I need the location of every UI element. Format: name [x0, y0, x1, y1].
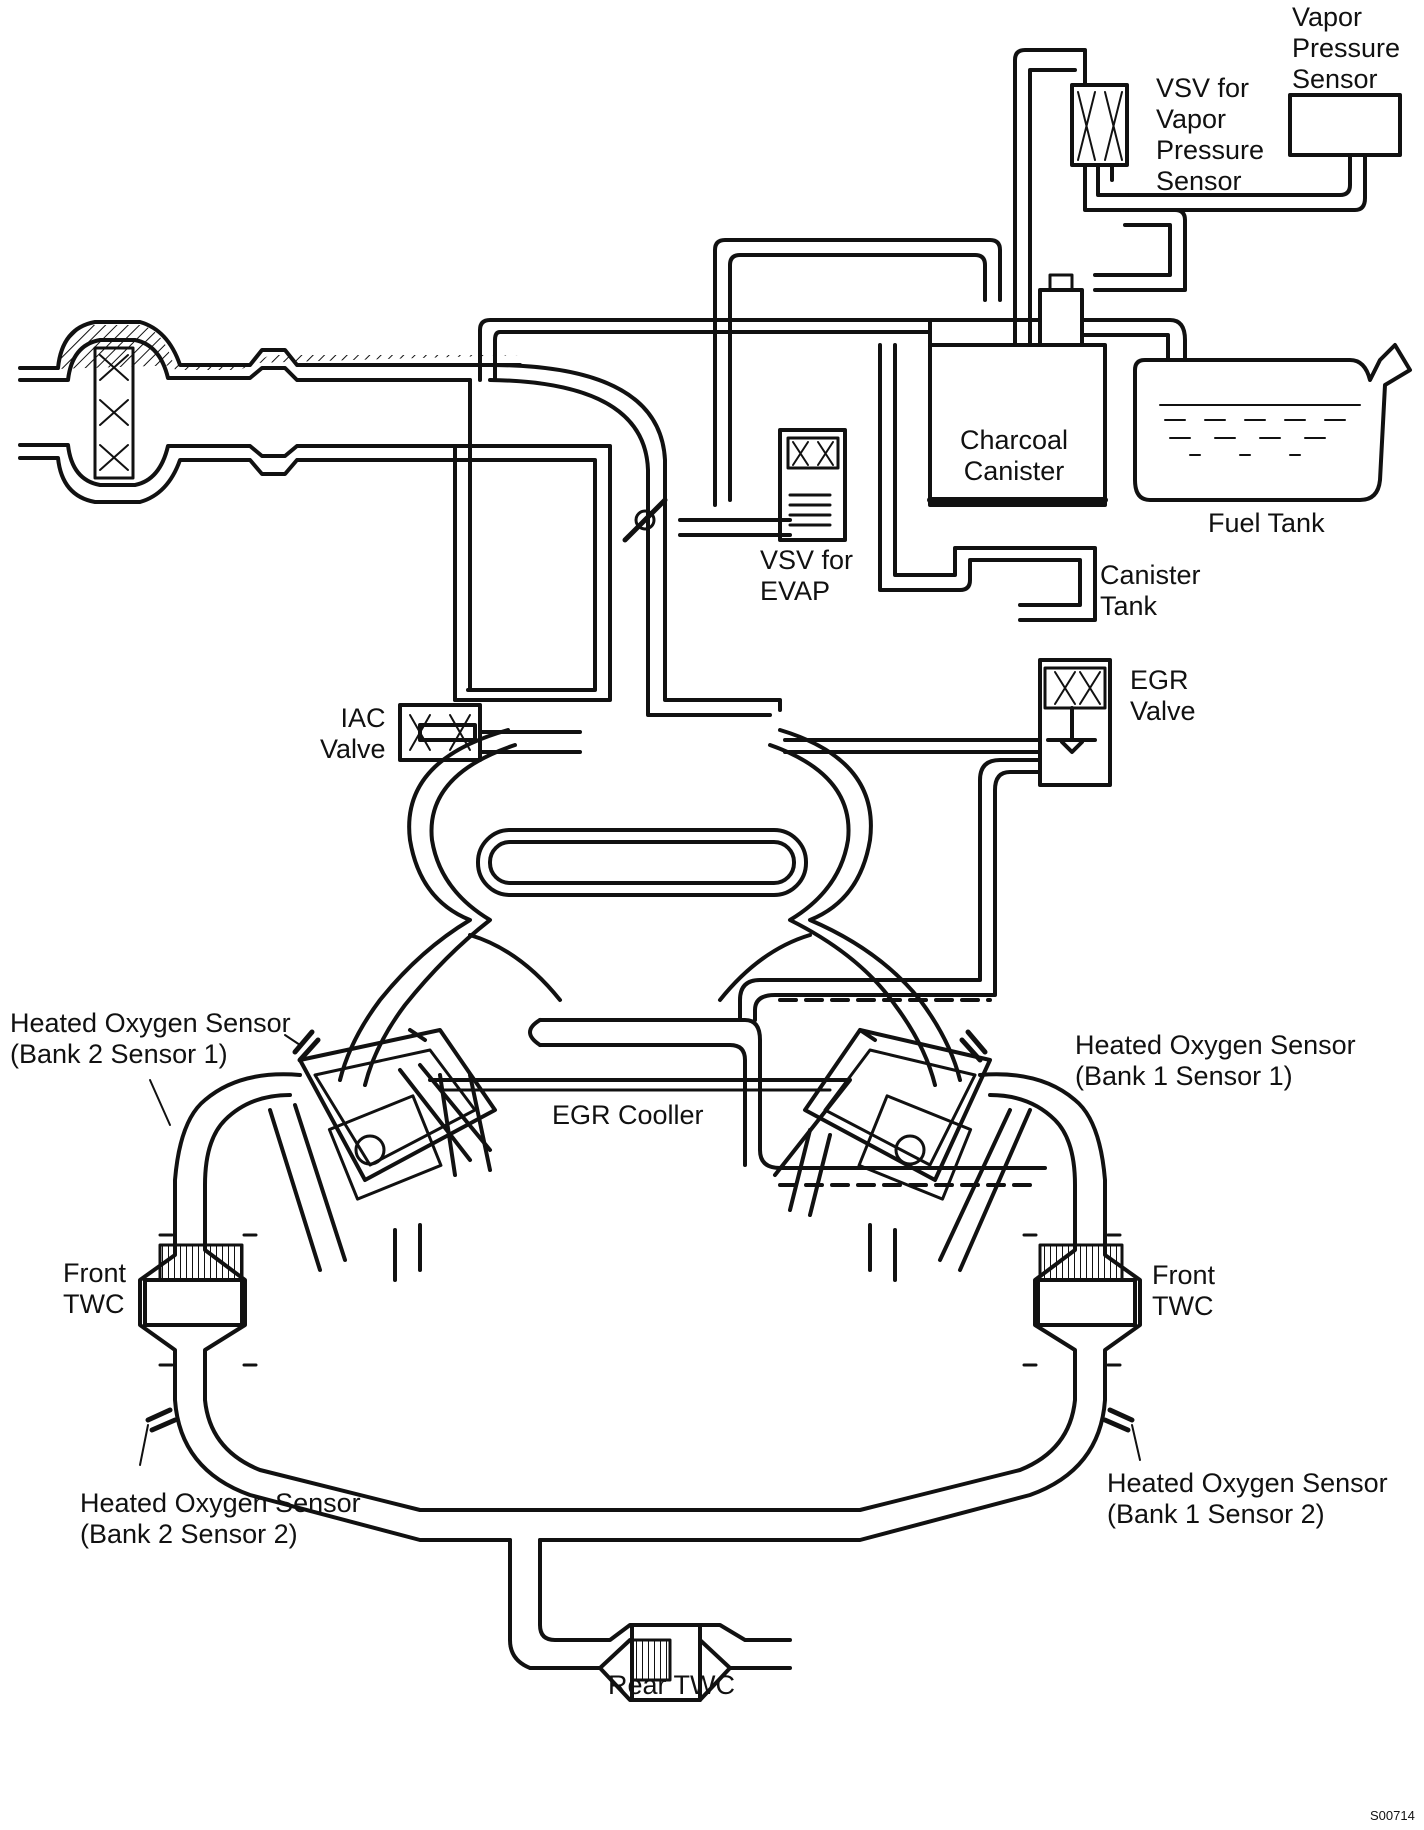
iac-valve-label: IAC Valve	[320, 703, 386, 765]
ho2s-bank2-sensor1	[292, 1029, 321, 1063]
exhaust-left	[138, 1072, 512, 1542]
label-line: Vapor	[1156, 104, 1227, 134]
label-line: Sensor	[1156, 166, 1242, 196]
vsv-evap-label: VSV for EVAP	[760, 545, 853, 607]
egr-valve-label: EGR Valve	[1130, 665, 1196, 727]
ho2s-bank1-sensor2-label: Heated Oxygen Sensor (Bank 1 Sensor 2)	[1107, 1468, 1388, 1530]
figure-reference: S00714	[1370, 1808, 1415, 1823]
label-line: VSV for	[760, 545, 854, 575]
evap-lines	[478, 48, 1367, 622]
front-twc-right-label: Front TWC	[1152, 1260, 1215, 1322]
label-line: TWC	[63, 1289, 125, 1319]
fuel-tank	[1133, 343, 1412, 502]
label-line: Canister	[963, 456, 1065, 486]
intake-manifold	[338, 728, 962, 1087]
exhaust-right	[498, 1072, 1142, 1542]
label-line: (Bank 2 Sensor 1)	[10, 1039, 228, 1069]
label-line: Valve	[1130, 696, 1196, 726]
fuel-tank-label: Fuel Tank	[1208, 508, 1325, 538]
egr-cooler-label: EGR Cooller	[552, 1100, 704, 1130]
label-line: Canister	[1100, 560, 1201, 590]
label-line: Heated Oxygen Sensor	[1107, 1468, 1388, 1498]
label-line: Heated Oxygen Sensor	[1075, 1030, 1356, 1060]
ho2s-bank1-sensor1	[959, 1029, 988, 1063]
label-line: Heated Oxygen Sensor	[80, 1488, 361, 1518]
charcoal-canister	[927, 273, 1108, 507]
label-line: Front	[1152, 1260, 1216, 1290]
vapor-pressure-sensor-label: Vapor Pressure Sensor	[1292, 2, 1400, 95]
engine-bank-2	[268, 1028, 852, 1282]
egr-valve	[1038, 658, 1112, 787]
label-line: Pressure	[1156, 135, 1265, 165]
front-twc-left-label: Front TWC	[63, 1258, 126, 1320]
vapor-pressure-sensor	[1288, 93, 1402, 157]
ho2s-bank2-sensor1-label: Heated Oxygen Sensor (Bank 2 Sensor 1)	[10, 1008, 291, 1070]
label-line: Front	[63, 1258, 127, 1288]
label-line: EGR	[1130, 665, 1189, 695]
ho2s-bank2-sensor2-label: Heated Oxygen Sensor (Bank 2 Sensor 2)	[80, 1488, 361, 1550]
vsv-evap	[778, 428, 847, 542]
egr-pipe	[738, 738, 1042, 1022]
vsv-vapor-pressure	[1070, 83, 1132, 212]
ho2s-bank1-sensor2	[1102, 1407, 1135, 1433]
ho2s-bank2-sensor2	[145, 1407, 178, 1433]
throttle-valve	[622, 497, 668, 543]
label-line: Pressure	[1292, 33, 1401, 63]
label-line: (Bank 2 Sensor 2)	[80, 1519, 298, 1549]
rear-twc-label: Rear TWC	[608, 1670, 736, 1700]
label-line: (Bank 1 Sensor 2)	[1107, 1499, 1325, 1529]
charcoal-canister-label: Charcoal Canister	[960, 425, 1068, 487]
iac-valve	[398, 703, 582, 762]
tail-pipe	[508, 1538, 792, 1702]
air-cleaner	[18, 320, 522, 504]
engine-bank-1	[788, 1028, 1032, 1282]
label-line: IAC	[340, 703, 386, 733]
label-line: EVAP	[760, 576, 831, 606]
label-line: (Bank 1 Sensor 1)	[1075, 1061, 1293, 1091]
label-line: Heated Oxygen Sensor	[10, 1008, 291, 1038]
label-line: Sensor	[1292, 64, 1378, 94]
label-line: Charcoal	[960, 425, 1069, 455]
label-line: Tank	[1100, 591, 1158, 621]
label-line: Valve	[320, 734, 386, 764]
label-line: VSV for	[1156, 73, 1250, 103]
intake-pipe	[453, 363, 782, 717]
ho2s-bank1-sensor1-label: Heated Oxygen Sensor (Bank 1 Sensor 1)	[1075, 1030, 1356, 1092]
vsv-vapor-pressure-label: VSV for Vapor Pressure Sensor	[1156, 73, 1264, 197]
label-line: Vapor	[1292, 2, 1363, 32]
canister-tank-label: Canister Tank	[1100, 560, 1201, 622]
label-line: TWC	[1152, 1291, 1214, 1321]
